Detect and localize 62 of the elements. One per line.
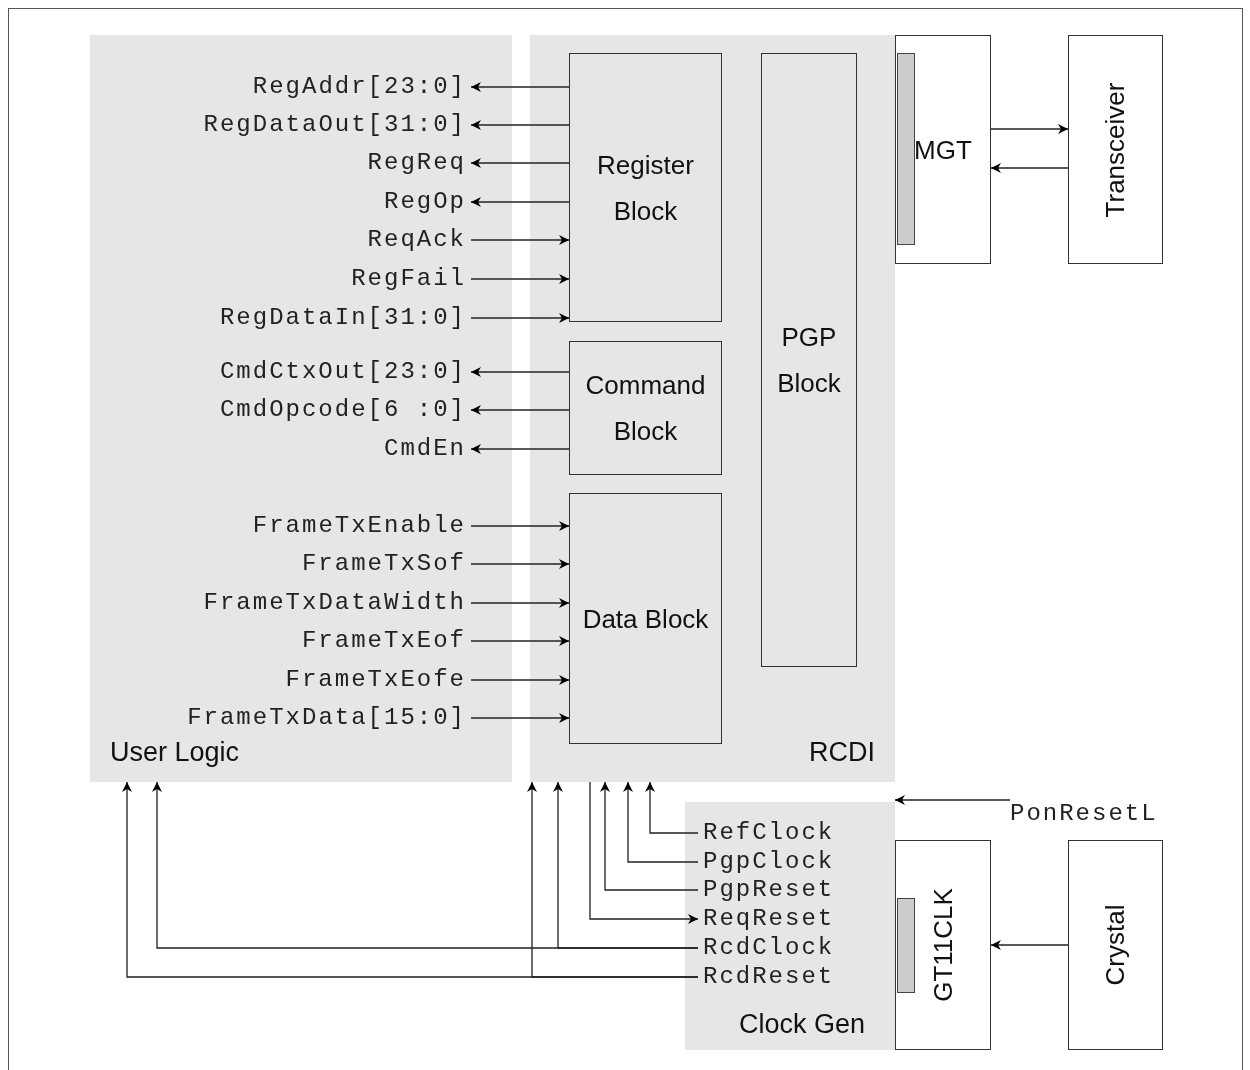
signal-label: RegFail: [351, 266, 466, 292]
signal-label: CmdEn: [384, 436, 466, 462]
signal-label: RefClock: [703, 820, 835, 846]
signal-arrow: [470, 158, 570, 168]
signal-label: RcdReset: [703, 964, 835, 990]
block-box: Transceiver: [1068, 35, 1163, 264]
signal-arrow: [623, 781, 699, 863]
signal-label: CmdCtxOut[23:0]: [219, 359, 466, 385]
signal-label: PgpClock: [703, 849, 835, 875]
signal-label: RegOp: [384, 189, 466, 215]
signal-label: FrameTxEofe: [285, 667, 466, 693]
signal-arrow: [152, 781, 699, 949]
signal-label: FrameTxEnable: [252, 513, 466, 539]
signal-arrow: [470, 235, 570, 245]
signal-label: RcdClock: [703, 935, 835, 961]
signal-arrow: [990, 163, 1069, 173]
signal-arrow: [470, 405, 570, 415]
module-panel: [685, 802, 895, 1050]
signal-arrow: [470, 367, 570, 377]
signal-arrow: [470, 120, 570, 130]
panel-title: User Logic: [110, 737, 240, 768]
signal-arrow: [470, 197, 570, 207]
signal-arrow: [990, 940, 1069, 950]
panel-title: Clock Gen: [738, 1009, 865, 1040]
block-box: Register Block: [569, 53, 722, 322]
signal-arrow: [470, 521, 570, 531]
signal-label: PgpReset: [703, 877, 835, 903]
signal-label: ReqAck: [367, 227, 466, 253]
signal-arrow: [470, 444, 570, 454]
signal-arrow: [122, 781, 699, 978]
block-box: Crystal: [1068, 840, 1163, 1050]
signal-arrow: [990, 124, 1069, 134]
signal-label: FrameTxDataWidth: [203, 590, 466, 616]
signal-arrow: [470, 713, 570, 723]
signal-label: FrameTxEof: [301, 628, 466, 654]
block-box: Command Block: [569, 341, 722, 475]
panel-title: RCDI: [809, 737, 875, 768]
signal-arrow: [894, 795, 1011, 805]
signal-arrow: [470, 274, 570, 284]
block-box: GT11CLK: [895, 840, 991, 1050]
signal-arrow: [600, 781, 699, 891]
signal-arrow: [589, 781, 699, 924]
signal-label: RegReq: [367, 150, 466, 176]
signal-label: PonResetL: [1010, 801, 1158, 827]
signal-arrow: [645, 781, 699, 834]
signal-arrow: [470, 636, 570, 646]
signal-label: FrameTxSof: [301, 551, 466, 577]
signal-label: RegAddr[23:0]: [252, 74, 466, 100]
block-box: PGP Block: [761, 53, 857, 667]
signal-arrow: [470, 675, 570, 685]
module-panel: [530, 35, 895, 782]
signal-label: FrameTxData[15:0]: [187, 705, 466, 731]
signal-arrow: [470, 82, 570, 92]
signal-arrow: [470, 598, 570, 608]
signal-arrow: [470, 559, 570, 569]
signal-label: RegDataOut[31:0]: [203, 112, 466, 138]
signal-label: ReqReset: [703, 906, 835, 932]
module-panel: [90, 35, 512, 782]
signal-label: RegDataIn[31:0]: [219, 305, 466, 331]
signal-arrow: [470, 313, 570, 323]
signal-label: CmdOpcode[6 :0]: [219, 397, 466, 423]
block-box: Data Block: [569, 493, 722, 744]
